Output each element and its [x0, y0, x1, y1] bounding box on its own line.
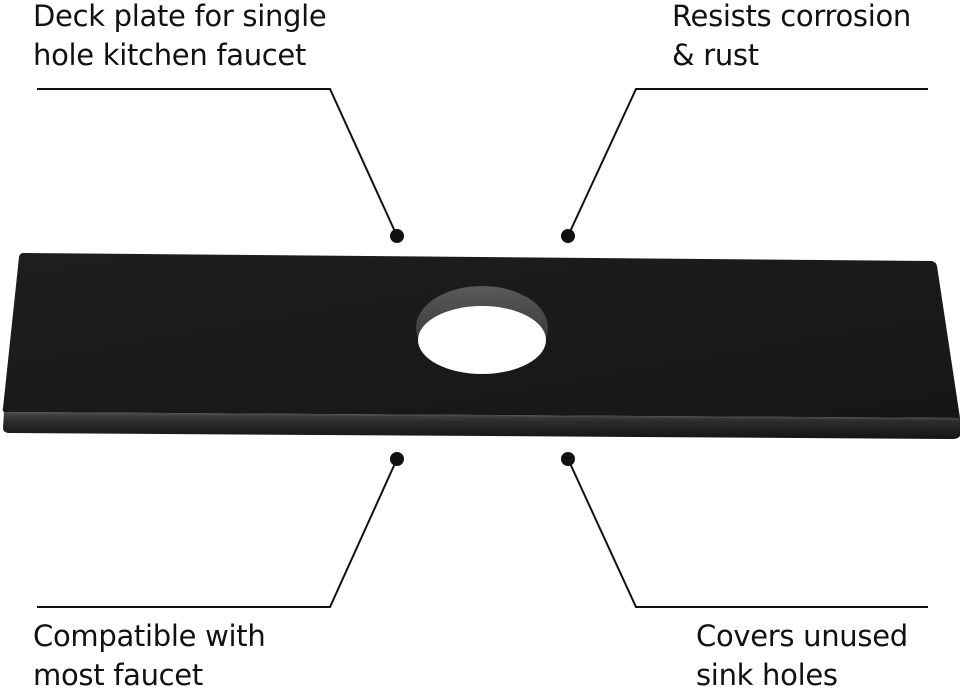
callout-dot-top-left [390, 229, 404, 243]
callout-dot-top-right [561, 229, 575, 243]
callout-label-top-right: Resists corrosion & rust [672, 0, 911, 75]
callout-label-bottom-left: Compatible with most faucet [33, 617, 266, 695]
callout-line: & rust [672, 38, 759, 72]
callout-line: Covers unused [696, 619, 908, 653]
leader-line-bottom-left [37, 458, 398, 608]
faucet-hole [418, 306, 546, 374]
callout-label-top-left: Deck plate for single hole kitchen fauce… [33, 0, 327, 75]
callout-line: hole kitchen faucet [33, 38, 307, 72]
callout-line: most faucet [33, 658, 203, 692]
leader-line-bottom-right [567, 458, 928, 608]
callout-line: Resists corrosion [672, 0, 911, 33]
leader-line-top-left [37, 88, 398, 237]
leader-line-top-right [567, 88, 928, 237]
plate-front-edge [3, 412, 960, 439]
callout-label-bottom-right: Covers unused sink holes [696, 617, 908, 695]
deck-plate [2, 253, 960, 439]
callout-line: Deck plate for single [33, 0, 327, 33]
callout-dot-bottom-left [390, 452, 404, 466]
callout-line: sink holes [696, 658, 838, 692]
callout-line: Compatible with [33, 619, 266, 653]
callout-dot-bottom-right [561, 452, 575, 466]
